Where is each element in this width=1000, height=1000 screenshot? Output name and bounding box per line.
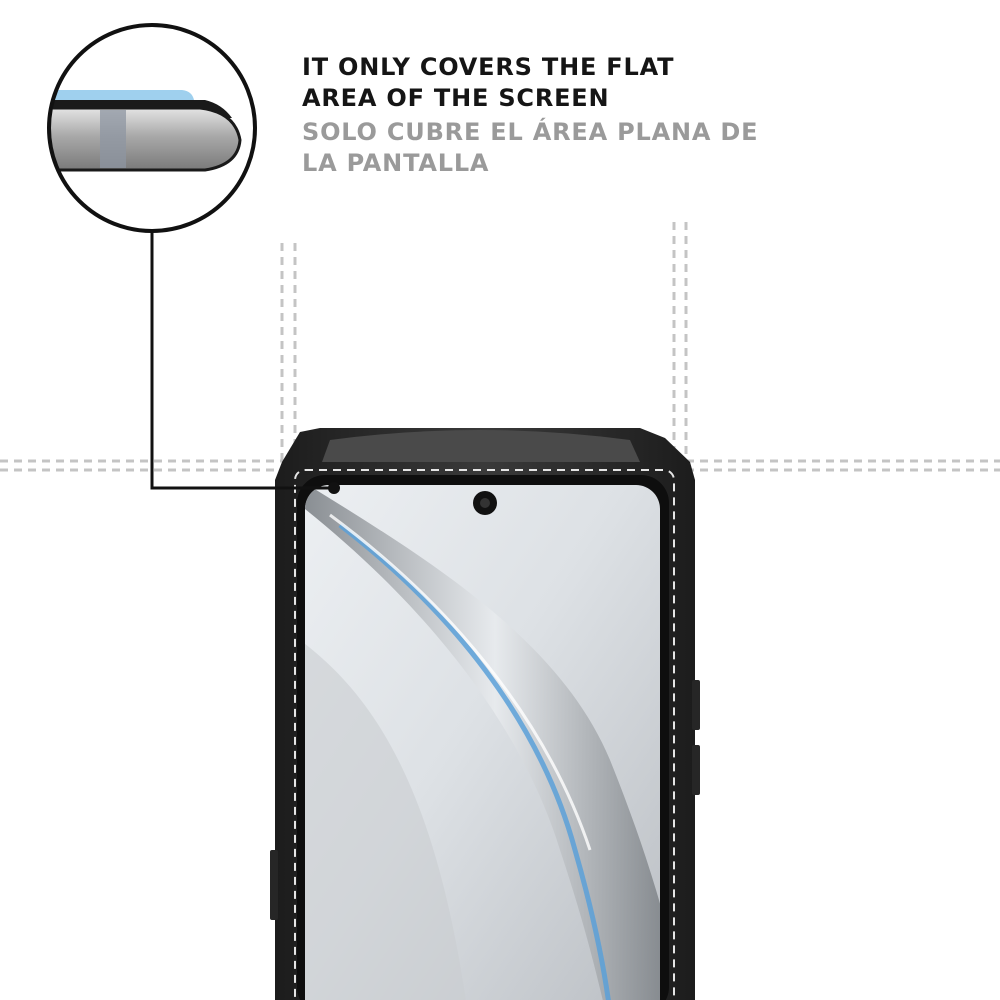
top-speaker-bezel — [322, 430, 640, 462]
side-button — [692, 680, 700, 730]
callout-pointer — [150, 232, 340, 494]
side-button — [692, 745, 700, 795]
caption-spanish: SOLO CUBRE EL ÁREA PLANA DE LA PANTALLA — [302, 118, 759, 177]
caption-block: IT ONLY COVERS THE FLAT AREA OF THE SCRE… — [302, 52, 902, 179]
caption-english: IT ONLY COVERS THE FLAT AREA OF THE SCRE… — [302, 53, 675, 112]
phone-front — [270, 428, 700, 1000]
screen-protector-film — [49, 90, 194, 100]
phone-screen — [305, 485, 660, 1000]
side-button — [270, 850, 278, 920]
magnified-edge-detail — [47, 23, 257, 233]
